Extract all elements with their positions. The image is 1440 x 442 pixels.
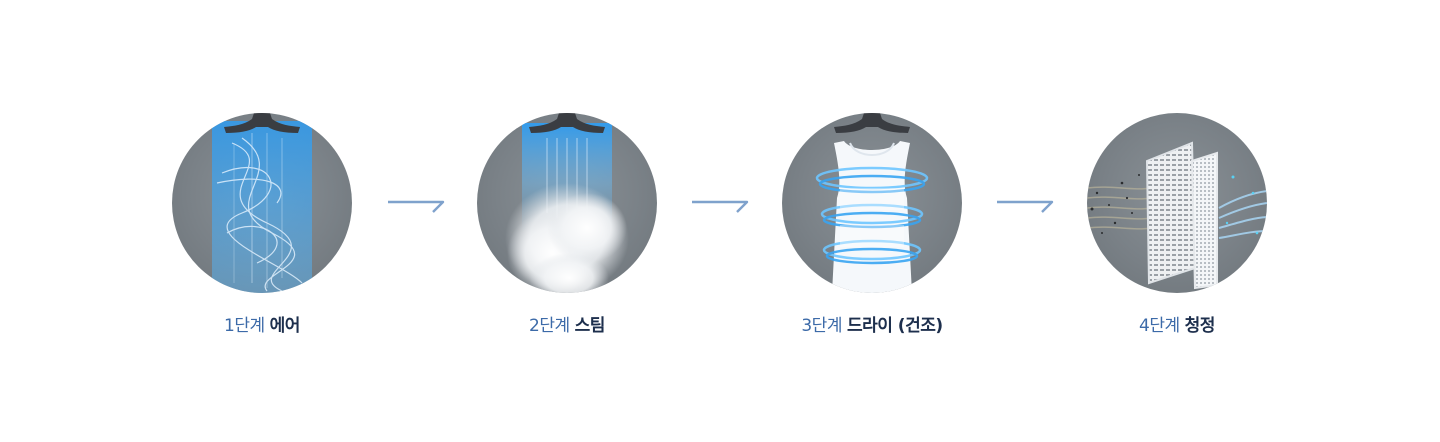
steam-icon (477, 113, 657, 293)
step-number: 2단계 (529, 316, 570, 336)
hanger-icon (224, 113, 300, 133)
dry-icon (782, 113, 962, 293)
step-number: 3단계 (801, 316, 842, 336)
arrow-right-icon (388, 200, 445, 213)
step-number: 4단계 (1139, 316, 1180, 336)
step-number: 1단계 (224, 316, 265, 336)
arrow-right-icon (692, 200, 749, 213)
step-name: 청정 (1184, 316, 1216, 336)
step-name: 스팀 (574, 316, 606, 336)
hanger-icon (834, 113, 910, 133)
filter-icon (1087, 113, 1267, 293)
hanger-icon (529, 113, 605, 133)
arrow-right-icon (997, 200, 1054, 213)
step-name: 드라이 (건조) (846, 316, 943, 336)
step-name: 에어 (269, 316, 301, 336)
air-flow-icon (172, 113, 352, 293)
